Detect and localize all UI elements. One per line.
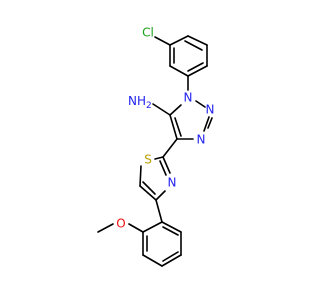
bond-thiazole-aryl <box>155 199 163 223</box>
bond <box>169 65 189 77</box>
bond <box>162 251 179 262</box>
amino-nh-label: NH <box>128 94 146 108</box>
bond <box>187 65 208 77</box>
bond-c5-nh2 <box>152 103 171 116</box>
bond <box>203 116 210 132</box>
chlorine-atom: Cl <box>142 26 154 40</box>
bond <box>162 156 171 174</box>
bond-c-cl <box>154 36 171 46</box>
bond <box>161 254 182 267</box>
bond <box>139 165 142 187</box>
bond <box>139 185 157 201</box>
bond <box>161 221 182 233</box>
bond <box>142 181 156 195</box>
structure-diagram: Cl NH2 N N N S N O <box>97 26 215 267</box>
triazole-n2-atom: N <box>206 103 215 117</box>
bond <box>174 117 182 137</box>
methoxyphenyl-ring <box>142 221 182 267</box>
bond-triazole-thiazole <box>162 138 178 158</box>
molecule-canvas: Cl NH2 N N N S N O <box>97 26 215 267</box>
amino-group: NH2 <box>128 94 152 111</box>
bond-c-o <box>128 223 144 233</box>
bond <box>169 104 182 116</box>
amino-subscript: 2 <box>146 101 152 111</box>
triazole-n3-atom: N <box>197 133 206 147</box>
thiazole-ring <box>139 156 171 201</box>
thiazole-sulfur-atom: S <box>144 153 152 167</box>
bond <box>155 190 166 201</box>
bond <box>169 114 178 140</box>
bond <box>142 221 163 233</box>
bond <box>184 40 203 51</box>
chlorophenyl-ring <box>169 35 208 77</box>
bond <box>154 156 164 160</box>
bond <box>159 160 167 176</box>
methoxy-oxygen-atom: O <box>116 217 125 231</box>
triazole-n1-atom: N <box>184 91 193 105</box>
bond-o-ch3 <box>97 223 114 233</box>
bond <box>187 62 204 72</box>
bond <box>195 100 206 108</box>
bond <box>207 117 213 129</box>
thiazole-nitrogen-atom: N <box>168 176 177 190</box>
bond <box>142 254 163 267</box>
bond <box>162 226 179 236</box>
bond <box>169 35 189 46</box>
bond <box>187 35 208 46</box>
triazole-ring <box>169 100 213 140</box>
